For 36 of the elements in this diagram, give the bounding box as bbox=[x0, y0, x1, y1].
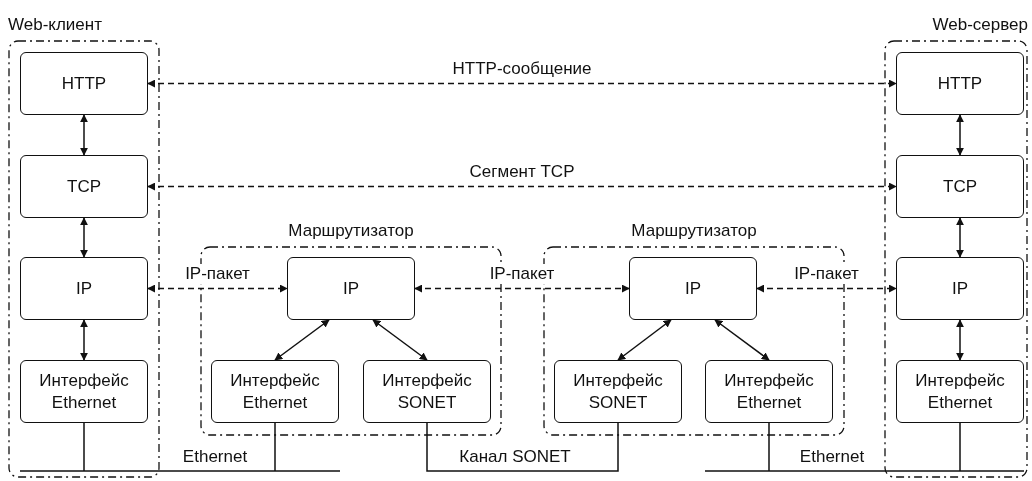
arrow bbox=[147, 284, 288, 293]
protocol-box: Интерфейс Ethernet bbox=[705, 360, 833, 423]
protocol-box: Интерфейс Ethernet bbox=[896, 360, 1024, 423]
arrow bbox=[714, 319, 770, 361]
arrow bbox=[956, 217, 964, 258]
protocol-box: Интерфейс SONET bbox=[554, 360, 682, 423]
arrow bbox=[372, 319, 428, 361]
protocol-box: TCP bbox=[20, 155, 148, 218]
protocol-box: Интерфейс Ethernet bbox=[211, 360, 339, 423]
arrow bbox=[147, 182, 897, 191]
arrow bbox=[956, 114, 964, 156]
protocol-box: Интерфейс SONET bbox=[363, 360, 491, 423]
arrow bbox=[956, 319, 964, 361]
protocol-box: IP bbox=[287, 257, 415, 320]
arrow bbox=[80, 319, 88, 361]
network-line bbox=[704, 422, 1025, 472]
protocol-box: IP bbox=[20, 257, 148, 320]
group-title: Web-клиент bbox=[8, 14, 103, 36]
protocol-box: HTTP bbox=[896, 52, 1024, 115]
group-title: Маршрутизатор bbox=[630, 220, 758, 242]
network-line bbox=[19, 422, 341, 472]
arrow bbox=[617, 319, 672, 361]
arrow bbox=[80, 114, 88, 156]
arrow bbox=[414, 284, 630, 293]
arrow bbox=[274, 319, 330, 361]
arrow bbox=[80, 217, 88, 258]
protocol-box: TCP bbox=[896, 155, 1024, 218]
arrow bbox=[147, 79, 897, 88]
protocol-box: Интерфейс Ethernet bbox=[20, 360, 148, 423]
protocol-box: HTTP bbox=[20, 52, 148, 115]
protocol-box: IP bbox=[896, 257, 1024, 320]
group-title: Web-сервер bbox=[931, 14, 1028, 36]
group-title: Маршрутизатор bbox=[287, 220, 415, 242]
network-line bbox=[426, 422, 619, 472]
protocol-box: IP bbox=[629, 257, 757, 320]
arrow bbox=[756, 284, 897, 293]
